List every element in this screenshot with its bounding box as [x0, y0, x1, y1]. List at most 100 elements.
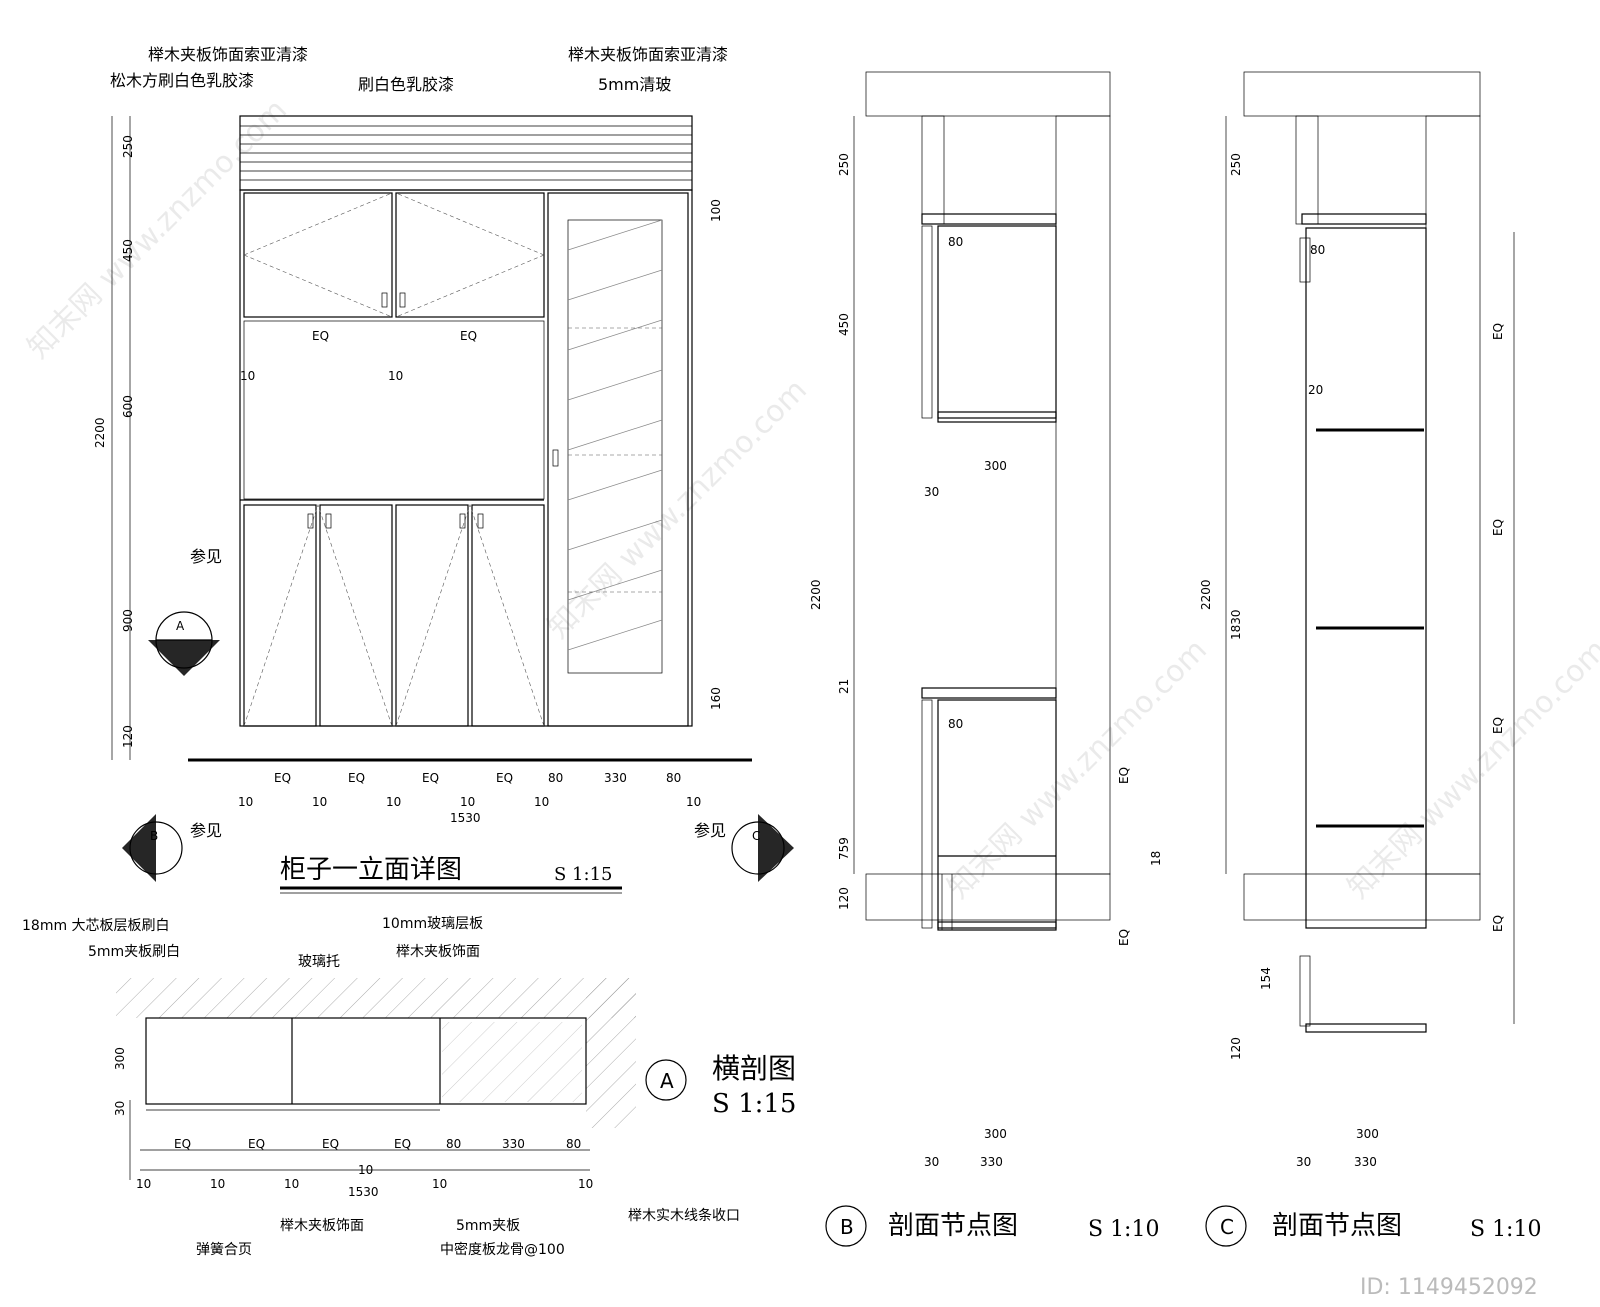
dim: EQ: [1117, 767, 1131, 784]
watermark: 知末网 www.znzmo.com: [1341, 633, 1600, 906]
dim: EQ: [496, 771, 513, 785]
label: 中密度板龙骨@100: [440, 1241, 565, 1258]
dim: 1830: [1229, 609, 1243, 640]
dim: 10: [284, 1177, 299, 1191]
marker-letter: C: [752, 829, 760, 843]
dim: 1530: [348, 1185, 379, 1199]
label-see-a: 参见: [190, 547, 222, 566]
dim: EQ: [460, 329, 477, 343]
dim: 10: [238, 795, 253, 809]
label: 榉木夹板饰面: [280, 1218, 364, 1234]
section-c: [1225, 71, 1515, 1033]
watermark: 知末网 www.znzmo.com: [21, 93, 294, 366]
label-glass: 5mm清玻: [598, 75, 671, 94]
label: 18mm 大芯板层板刷白: [22, 918, 170, 934]
lower-doors: [243, 504, 545, 727]
label: 5mm夹板刷白: [88, 944, 180, 960]
dim: 80: [566, 1137, 581, 1151]
dim: 10: [358, 1163, 373, 1177]
dim: 600: [121, 395, 135, 418]
dim: 250: [121, 135, 135, 158]
label-beech-2: 榉木夹板饰面索亚清漆: [568, 45, 728, 64]
marker-a-elevation: [148, 611, 220, 676]
label: 玻璃托: [298, 953, 340, 970]
label-see-c: 参见: [694, 821, 726, 840]
plan-scale: S 1:15: [712, 1089, 796, 1119]
dim: 18: [1149, 851, 1163, 866]
marker-a-plan: [645, 1059, 687, 1101]
label-pine: 松木方刷白色乳胶漆: [110, 71, 254, 90]
dim: EQ: [348, 771, 365, 785]
marker-letter: A: [176, 619, 185, 633]
elevation-title: 柜子一立面详图: [280, 855, 462, 885]
watermark: 知末网 www.znzmo.com: [541, 373, 814, 646]
dim: EQ: [174, 1137, 191, 1151]
dim: 330: [1354, 1155, 1377, 1169]
dim: 300: [984, 1127, 1007, 1141]
label: 榉木夹板饰面: [396, 944, 480, 960]
dim: 10: [312, 795, 327, 809]
dim: 80: [666, 771, 681, 785]
dim: 10: [210, 1177, 225, 1191]
dim: 250: [1229, 153, 1243, 176]
dim: 120: [837, 887, 851, 910]
upper-doors: [243, 192, 545, 318]
dim: 30: [1296, 1155, 1311, 1169]
dim: 330: [502, 1137, 525, 1151]
dim: EQ: [1491, 915, 1505, 932]
image-id: ID: 1149452092: [1360, 1275, 1538, 1300]
dim: 2200: [809, 579, 823, 610]
dim: 30: [924, 485, 939, 499]
dim: 80: [548, 771, 563, 785]
sectionC-scale: S 1:10: [1470, 1217, 1541, 1242]
dim: 80: [948, 717, 963, 731]
dim: EQ: [312, 329, 329, 343]
marker-c: [731, 814, 794, 882]
dim: 120: [1229, 1037, 1243, 1060]
dim: 80: [446, 1137, 461, 1151]
label: 榉木实木线条收口: [628, 1207, 740, 1224]
sectionB-title: 剖面节点图: [888, 1211, 1018, 1241]
elevation-scale: S 1:15: [554, 864, 612, 885]
dim: 300: [984, 459, 1007, 473]
dim: EQ: [422, 771, 439, 785]
watermark: 知末网 www.znzmo.com: [941, 633, 1214, 906]
marker-letter: B: [150, 829, 158, 843]
dim: 80: [948, 235, 963, 249]
dim: EQ: [394, 1137, 411, 1151]
label: 5mm夹板: [456, 1218, 520, 1234]
open-shelf: [243, 320, 545, 500]
label-beech-1: 榉木夹板饰面索亚清漆: [148, 45, 308, 64]
dim: 80: [1310, 243, 1325, 257]
dim: EQ: [322, 1137, 339, 1151]
glass-door: [547, 192, 689, 727]
dim: 330: [980, 1155, 1003, 1169]
dim: EQ: [1491, 519, 1505, 536]
dim: 21: [837, 679, 851, 694]
dim: 30: [924, 1155, 939, 1169]
label-see-b: 参见: [190, 821, 222, 840]
dim: 10: [386, 795, 401, 809]
dim: 330: [604, 771, 627, 785]
dim: EQ: [274, 771, 291, 785]
dim: 2200: [1199, 579, 1213, 610]
dim: 450: [121, 239, 135, 262]
marker-letter: B: [840, 1215, 854, 1239]
dim: EQ: [1491, 323, 1505, 340]
marker-letter: A: [660, 1069, 674, 1093]
plan-section-a: [116, 978, 636, 1180]
dim: 154: [1259, 967, 1273, 990]
dim: 10: [460, 795, 475, 809]
marker-letter: C: [1220, 1215, 1234, 1239]
dim: 120: [121, 725, 135, 748]
dim: 10: [240, 369, 255, 383]
section-b: [853, 71, 1111, 931]
elevation-view: [111, 115, 752, 762]
dim: 20: [1308, 383, 1323, 397]
label: 弹簧合页: [196, 1242, 252, 1258]
dim: 100: [709, 199, 723, 222]
dim: 450: [837, 313, 851, 336]
